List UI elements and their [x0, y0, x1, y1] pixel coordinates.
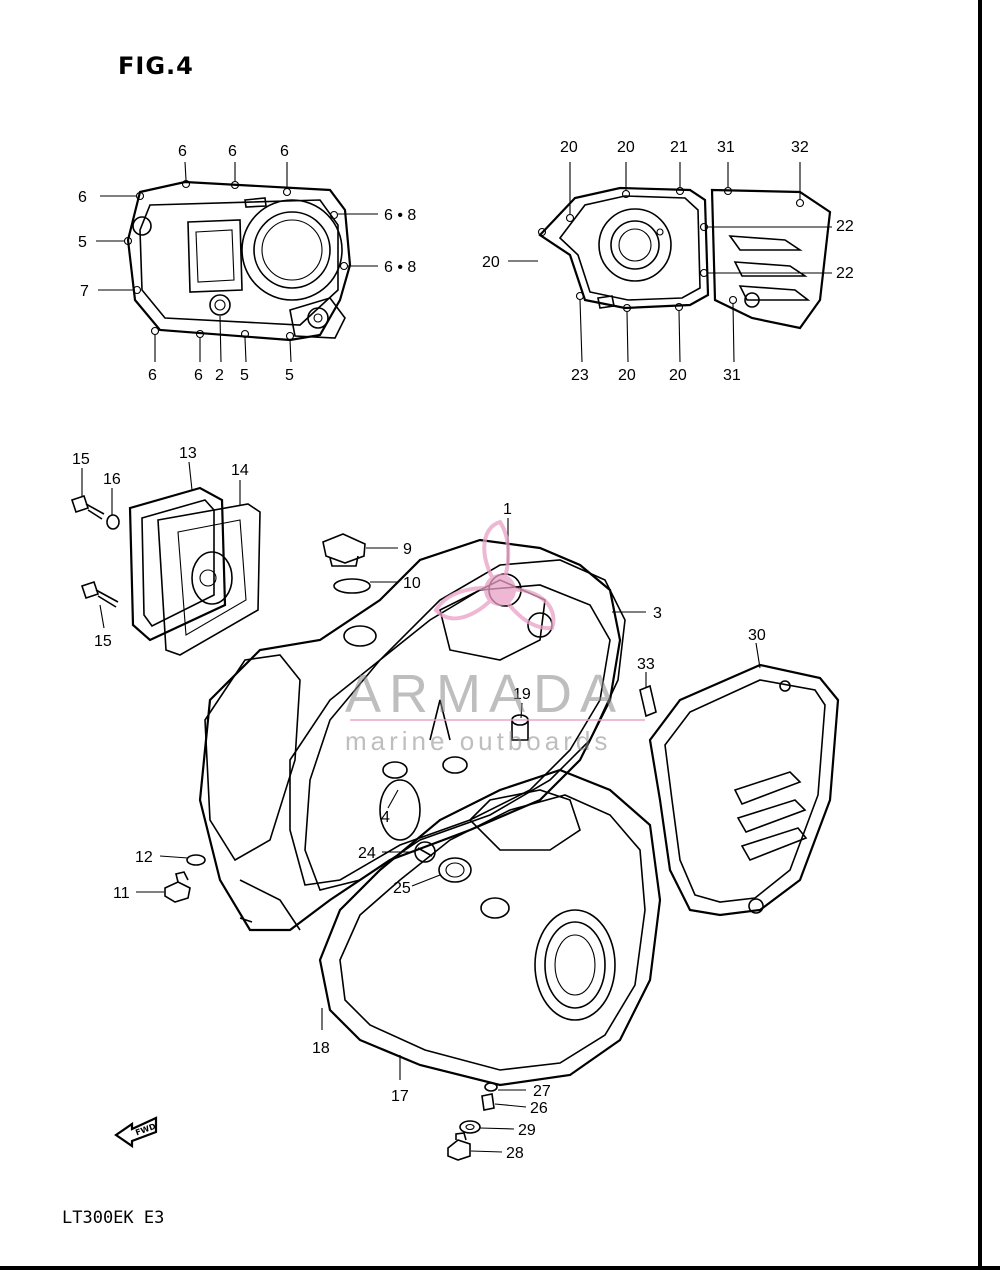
model-code: LT300EK E3	[62, 1208, 165, 1228]
magneto-cover-drawing: 20 20 21 31 32 22 20 22 23 20 20 31	[482, 139, 854, 384]
callout-6: 6	[194, 367, 203, 384]
callout-20: 20	[618, 367, 636, 384]
callout-25: 25	[393, 880, 411, 897]
callout-17: 17	[391, 1088, 409, 1105]
callout-29: 29	[518, 1122, 536, 1139]
callout-2: 2	[215, 367, 224, 384]
callout-20: 20	[482, 254, 500, 271]
page-border-right	[978, 0, 982, 1270]
callout-16: 16	[103, 471, 121, 488]
callout-5: 5	[240, 367, 249, 384]
callout-19: 19	[513, 686, 531, 703]
forward-arrow-icon: FWD	[114, 1116, 157, 1149]
callout-20: 20	[669, 367, 687, 384]
callout-23: 23	[571, 367, 589, 384]
callout-22: 22	[836, 218, 854, 235]
callout-5: 5	[285, 367, 294, 384]
watermark-tagline: marine outboards	[345, 726, 611, 756]
callout-7: 7	[80, 283, 89, 300]
callout-15: 15	[94, 633, 112, 650]
callout-22: 22	[836, 265, 854, 282]
callout-6: 6	[228, 143, 237, 160]
watermark-brand: ARMADA	[345, 664, 624, 724]
callout-20: 20	[617, 139, 635, 156]
callout-14: 14	[231, 462, 249, 479]
callout-28: 28	[506, 1145, 524, 1162]
callout-12: 12	[135, 849, 153, 866]
figure-title: FIG.4	[118, 52, 194, 80]
callout-3: 3	[653, 605, 662, 622]
propeller-logo-icon	[433, 519, 556, 631]
callout-24: 24	[358, 845, 376, 862]
callout-9: 9	[403, 541, 412, 558]
callout-13: 13	[179, 445, 197, 462]
armada-watermark: ARMADA marine outboards	[345, 519, 645, 756]
callout-33: 33	[637, 656, 655, 673]
clutch-cover-drawing: 6 6 6 6 6 • 8 5 6 • 8 7 6 6 2 5 5	[78, 143, 416, 384]
callout-6: 6	[178, 143, 187, 160]
callout-20: 20	[560, 139, 578, 156]
callout-30: 30	[748, 627, 766, 644]
callout-1: 1	[503, 501, 512, 518]
callout-31: 31	[717, 139, 735, 156]
callout-6-8: 6 • 8	[384, 207, 416, 224]
callout-32: 32	[791, 139, 809, 156]
page-border-bottom	[0, 1266, 1000, 1270]
callout-18: 18	[312, 1040, 330, 1057]
callout-21: 21	[670, 139, 688, 156]
callout-5: 5	[78, 234, 87, 251]
callout-6-8: 6 • 8	[384, 259, 416, 276]
callout-11: 11	[113, 885, 130, 902]
callout-10: 10	[403, 575, 421, 592]
callout-15: 15	[72, 451, 90, 468]
crankcase-assembly-drawing: FWD 15 13 14 16 15 1 9	[70, 445, 840, 1162]
callout-6: 6	[148, 367, 157, 384]
callout-26: 26	[530, 1100, 548, 1117]
callout-6: 6	[280, 143, 289, 160]
callout-27: 27	[533, 1083, 551, 1100]
callout-6: 6	[78, 189, 87, 206]
callout-4: 4	[381, 809, 390, 826]
callout-31: 31	[723, 367, 741, 384]
